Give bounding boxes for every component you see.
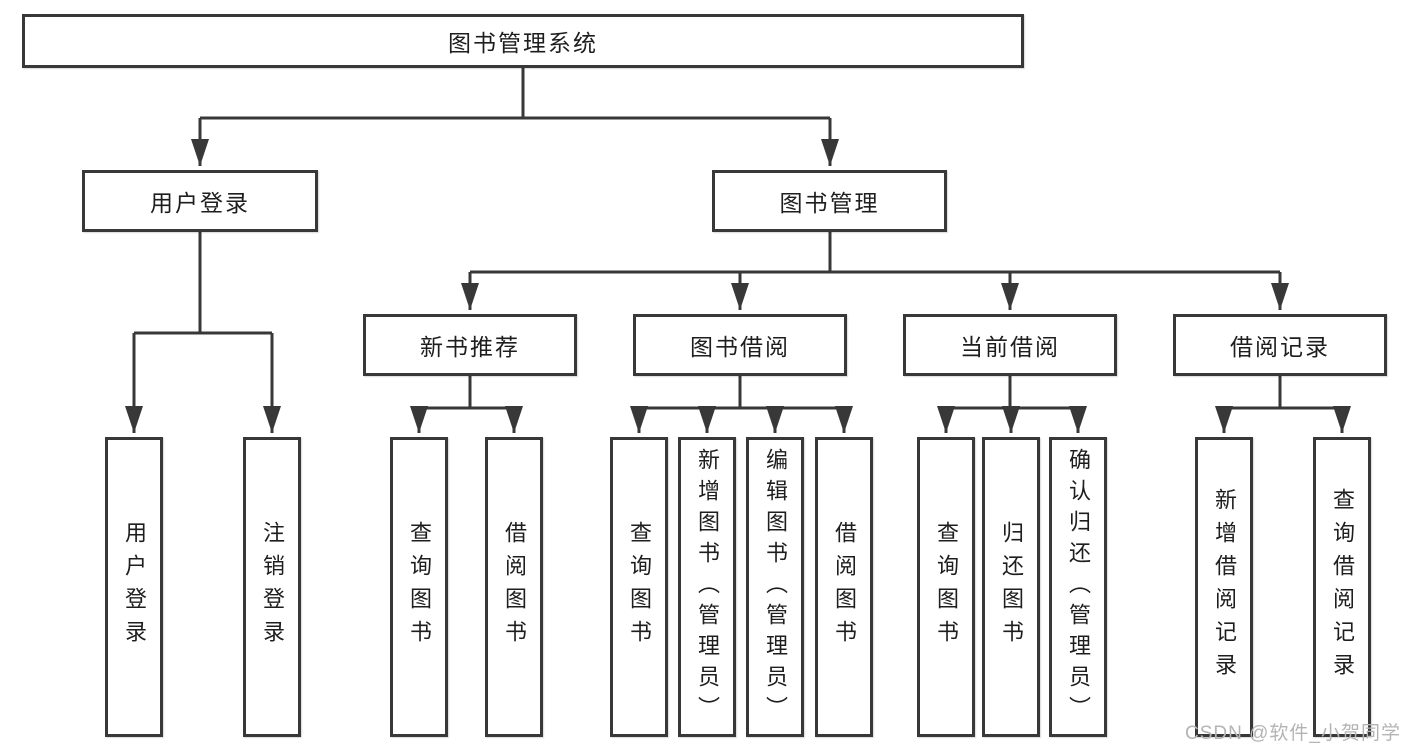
- leaf-borrow-books-label: 借阅图书: [832, 521, 857, 653]
- node-current-borrow: 当前借阅: [903, 314, 1117, 376]
- node-new-book-recommend-label: 新书推荐: [420, 334, 520, 360]
- leaf-borrow-books-recommend-label: 借阅图书: [502, 521, 527, 653]
- node-book-borrow: 图书借阅: [633, 314, 847, 376]
- leaf-query-books-recommend: 查询图书: [390, 437, 448, 737]
- leaf-add-books-admin-label: 新增图书（管理员）: [695, 447, 720, 727]
- node-current-borrow-label: 当前借阅: [960, 334, 1060, 360]
- leaf-confirm-return-admin-label: 确认归还（管理员）: [1066, 447, 1091, 727]
- node-root: 图书管理系统: [22, 14, 1024, 68]
- node-book-management-label: 图书管理: [779, 190, 880, 216]
- leaf-edit-books-admin: 编辑图书（管理员）: [746, 437, 804, 737]
- leaf-return-books: 归还图书: [982, 437, 1040, 737]
- leaf-add-borrow-record: 新增借阅记录: [1195, 437, 1253, 737]
- leaf-user-login-label: 用户登录: [122, 521, 147, 653]
- leaf-query-books-recommend-label: 查询图书: [407, 521, 432, 653]
- leaf-borrow-books-recommend: 借阅图书: [485, 437, 543, 737]
- node-user-login: 用户登录: [82, 170, 318, 232]
- leaf-add-books-admin: 新增图书（管理员）: [678, 437, 736, 737]
- leaf-edit-books-admin-label: 编辑图书（管理员）: [763, 447, 788, 727]
- leaf-logout-label: 注销登录: [260, 521, 285, 653]
- leaf-query-books-current: 查询图书: [917, 437, 975, 737]
- leaf-query-borrow-record: 查询借阅记录: [1313, 437, 1371, 737]
- leaf-logout: 注销登录: [243, 437, 301, 737]
- leaf-user-login: 用户登录: [105, 437, 163, 737]
- leaf-query-borrow-record-label: 查询借阅记录: [1330, 488, 1355, 686]
- node-borrow-records-label: 借阅记录: [1230, 334, 1330, 360]
- leaf-borrow-books: 借阅图书: [815, 437, 873, 737]
- node-book-management: 图书管理: [712, 170, 947, 232]
- node-book-borrow-label: 图书借阅: [690, 334, 790, 360]
- leaf-query-books-borrow-label: 查询图书: [627, 521, 652, 653]
- node-new-book-recommend: 新书推荐: [363, 314, 577, 376]
- leaf-query-books-borrow: 查询图书: [610, 437, 668, 737]
- leaf-add-borrow-record-label: 新增借阅记录: [1212, 488, 1237, 686]
- leaf-confirm-return-admin: 确认归还（管理员）: [1049, 437, 1107, 737]
- node-user-login-label: 用户登录: [150, 190, 250, 216]
- node-borrow-records: 借阅记录: [1173, 314, 1387, 376]
- leaf-return-books-label: 归还图书: [999, 521, 1024, 653]
- csdn-watermark: CSDN @软件_小贺同学: [1185, 723, 1401, 744]
- leaf-query-books-current-label: 查询图书: [934, 521, 959, 653]
- node-root-label: 图书管理系统: [448, 30, 598, 56]
